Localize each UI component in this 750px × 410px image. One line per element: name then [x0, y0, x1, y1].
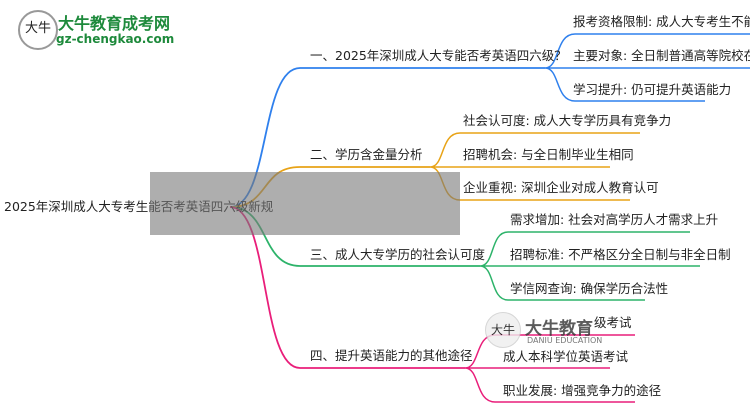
branch-3: 三、成人大专学历的社会认可度 [310, 247, 486, 262]
branch-4: 四、提升英语能力的其他途径 [310, 348, 473, 363]
branch-2-child: 招聘机会: 与全日制毕业生相同 [463, 147, 634, 162]
branch-1-child: 报考资格限制: 成人大专考生不能报考 [573, 14, 750, 29]
branch-1-child: 主要对象: 全日制普通高等院校在校生 [573, 48, 750, 63]
watermark-mark: 大牛 [485, 312, 521, 348]
branch-2-child: 社会认可度: 成人大专学历具有竞争力 [463, 113, 672, 128]
branch-4-child: 职业发展: 增强竞争力的途径 [503, 383, 662, 398]
branch-2-child: 企业重视: 深圳企业对成人教育认可 [463, 180, 659, 195]
site-logo: 大牛 大牛教育成考网 gz-chengkao.com [18, 10, 198, 50]
watermark-en: DANIU EDUCATION [527, 336, 603, 345]
logo-name: 大牛教育成考网 [58, 14, 171, 33]
watermark: 大牛 大牛教育 DANIU EDUCATION [485, 312, 625, 352]
branch-2: 二、学历含金量分析 [310, 147, 423, 162]
branch-3-child: 需求增加: 社会对高学历人才需求上升 [510, 212, 719, 227]
watermark-name: 大牛教育 [525, 319, 593, 339]
branch-4-child: 成人本科学位英语考试 [503, 349, 629, 364]
branch-1-child: 学习提升: 仍可提升英语能力 [573, 82, 732, 97]
logo-mark: 大牛 [18, 10, 58, 50]
branch-4-child: 级考试 [594, 315, 632, 330]
branch-1: 一、2025年深圳成人大专能否考英语四六级？ [310, 48, 567, 63]
logo-url: gz-chengkao.com [56, 32, 175, 46]
branch-3-child: 招聘标准: 不严格区分全日制与非全日制 [510, 247, 731, 262]
branch-3-child: 学信网查询: 确保学历合法性 [510, 281, 669, 296]
gray-overlay [150, 172, 460, 235]
